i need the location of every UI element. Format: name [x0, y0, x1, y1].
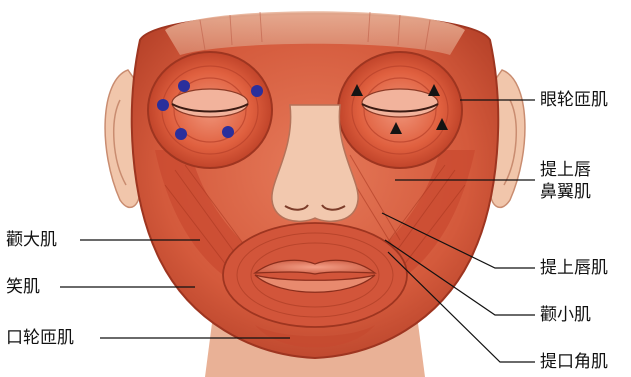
label-zygomaticus-minor: 颧小肌	[540, 305, 591, 325]
label-zygomaticus-major: 颧大肌	[6, 230, 57, 250]
marker-circle	[251, 85, 263, 97]
eyelid-right	[362, 89, 438, 117]
label-orbicularis-oculi: 眼轮匝肌	[540, 90, 608, 110]
eyelid-left	[172, 89, 248, 117]
marker-circle	[222, 126, 234, 138]
marker-circle	[157, 99, 169, 111]
label-levator-anguli-oris: 提口角肌	[540, 352, 608, 372]
marker-circle	[175, 128, 187, 140]
label-risorius: 笑肌	[6, 277, 40, 297]
marker-circle	[178, 80, 190, 92]
label-levator-nasi-line2: 鼻翼肌	[540, 182, 591, 202]
label-orbicularis-oris: 口轮匝肌	[6, 328, 74, 348]
label-levator-labii: 提上唇肌	[540, 258, 608, 278]
label-levator-nasi-line1: 提上唇	[540, 160, 591, 180]
